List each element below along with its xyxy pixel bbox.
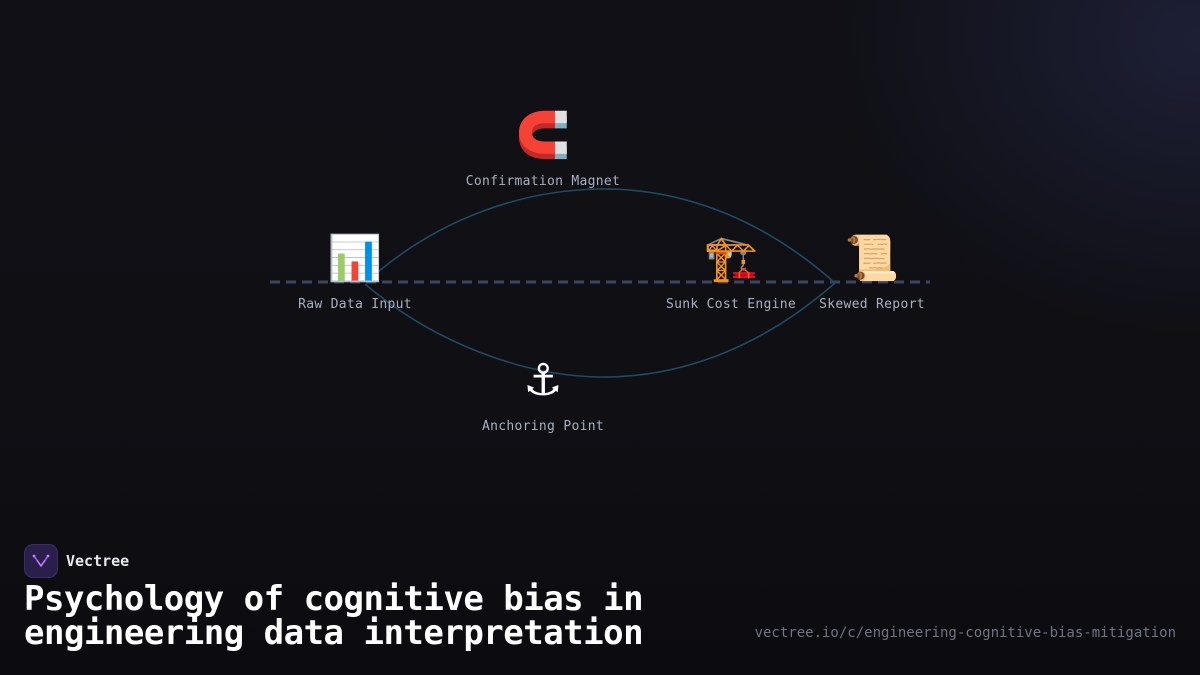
node-label: Skewed Report — [819, 297, 925, 312]
node-skewed-report: 📜 Skewed Report — [782, 233, 962, 312]
bar-chart-icon: 📊 — [327, 233, 383, 284]
brand-name: Vectree — [66, 552, 130, 570]
node-sunk-cost-engine: 🏗️ Sunk Cost Engine — [641, 233, 821, 312]
source-url[interactable]: vectree.io/c/engineering-cognitive-bias-… — [754, 625, 1176, 641]
scroll-icon: 📜 — [844, 233, 900, 284]
node-label: Anchoring Point — [482, 419, 604, 434]
vectree-logo-icon — [24, 544, 58, 578]
node-label: Sunk Cost Engine — [665, 297, 797, 312]
lower-bias-curve — [364, 282, 836, 378]
node-label: Confirmation Magnet — [465, 174, 621, 189]
magnet-icon: 🧲 — [515, 110, 571, 161]
diagram-connectors — [270, 188, 930, 378]
brand[interactable]: Vectree — [24, 544, 129, 578]
upper-bias-curve — [377, 188, 836, 284]
anchor-icon: ⚓ — [523, 355, 563, 406]
node-confirmation-magnet: 🧲 Confirmation Magnet — [453, 110, 633, 189]
node-label: Raw Data Input — [298, 297, 412, 312]
node-raw-data-input: 📊 Raw Data Input — [265, 233, 445, 312]
page-title: Psychology of cognitive bias in engineer… — [24, 579, 644, 653]
bias-flow-diagram: 📊 Raw Data Input 🧲 Confirmation Magnet ⚓… — [265, 110, 962, 434]
node-anchoring-point: ⚓ Anchoring Point — [453, 355, 633, 434]
crane-icon: 🏗️ — [703, 233, 759, 284]
